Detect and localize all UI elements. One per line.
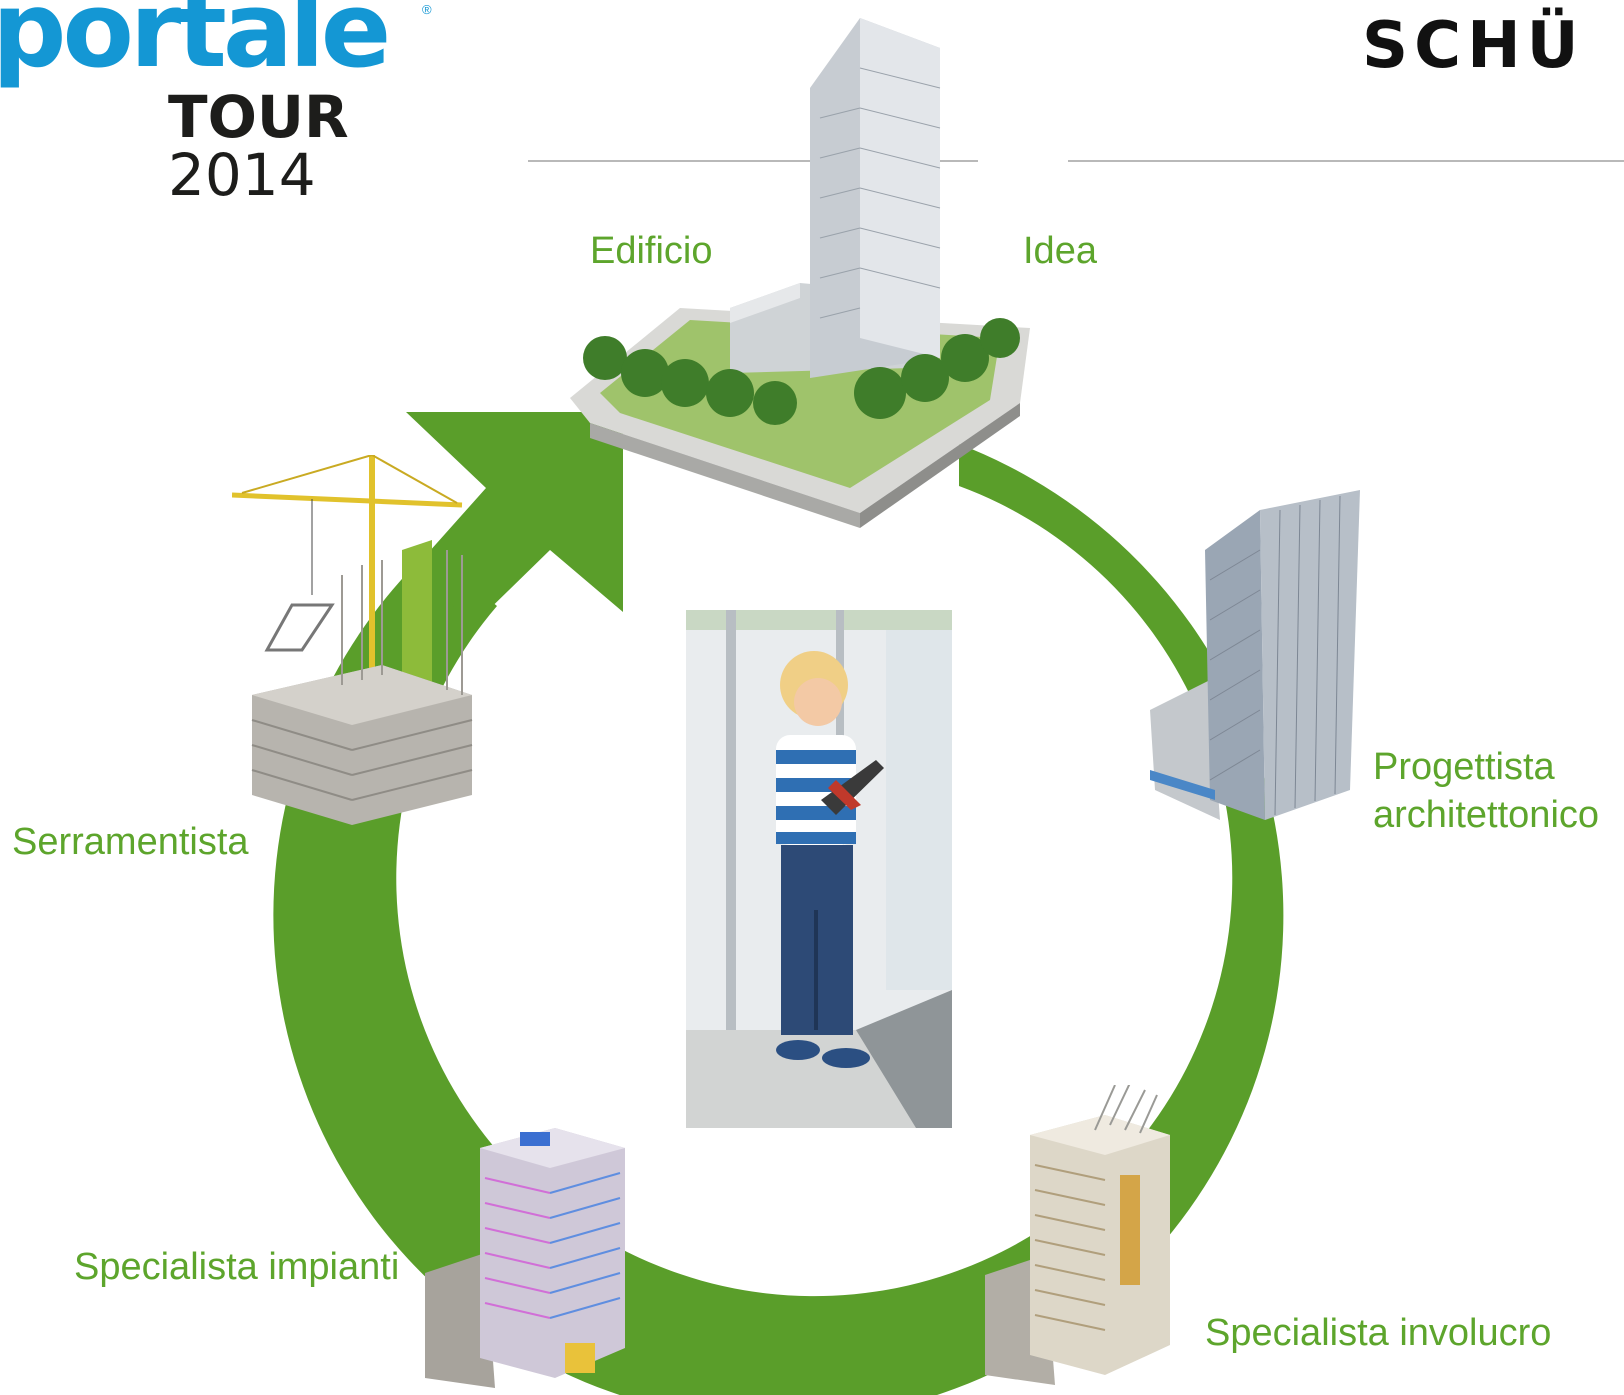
label-progettista-line1: Progettista bbox=[1373, 746, 1555, 788]
schueco-brand-logo: SCHÜ bbox=[1362, 9, 1585, 83]
label-progettista-line2: architettonico bbox=[1373, 793, 1600, 836]
iportale-tour-logo: portale ® TOUR 2014 bbox=[0, 0, 500, 204]
construction-crane-illustration bbox=[232, 455, 473, 825]
logo-year-text: 2014 bbox=[168, 141, 316, 209]
logo-tour-year: TOUR 2014 bbox=[168, 88, 500, 204]
header-divider-right bbox=[1068, 160, 1624, 162]
header-divider-left bbox=[528, 160, 978, 162]
label-serramentista: Serramentista bbox=[12, 821, 249, 863]
label-edificio: Edificio bbox=[590, 230, 713, 272]
logo-tour-text: TOUR bbox=[168, 83, 349, 151]
registered-mark-icon: ® bbox=[422, 2, 432, 17]
tower-with-park-illustration bbox=[570, 18, 1030, 528]
label-progettista-architettonico: Progettista architettonico bbox=[1373, 744, 1599, 839]
logo-wordmark: portale bbox=[0, 0, 391, 91]
mep-systems-tower-illustration bbox=[425, 1128, 625, 1388]
label-idea: Idea bbox=[1023, 230, 1097, 272]
label-specialista-involucro: Specialista involucro bbox=[1205, 1312, 1552, 1354]
architect-tower-illustration bbox=[1150, 490, 1360, 820]
cycle-arrow-head bbox=[406, 412, 623, 628]
photo-scene bbox=[686, 610, 952, 1128]
facade-envelope-tower-illustration bbox=[985, 1085, 1170, 1385]
child-with-toy-airplane-photo bbox=[686, 610, 952, 1128]
label-specialista-impianti: Specialista impianti bbox=[74, 1246, 400, 1288]
